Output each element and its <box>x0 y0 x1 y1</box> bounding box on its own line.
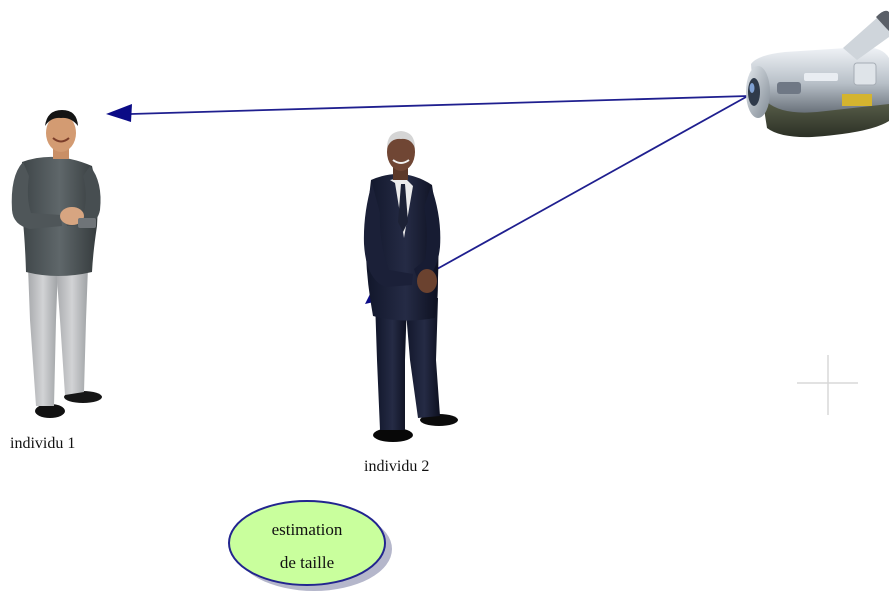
bubble-shape <box>228 500 386 586</box>
arrowhead <box>106 104 132 122</box>
individual-2-figure[interactable] <box>363 131 458 442</box>
arrow-camera-to-individual-1[interactable] <box>106 95 749 122</box>
individual-1-label: individu 1 <box>10 435 75 452</box>
size-estimation-bubble[interactable]: estimation de taille <box>228 500 392 591</box>
bubble-line-1: estimation <box>272 520 343 539</box>
camcorder-icon[interactable] <box>746 10 889 138</box>
individual-2-label: individu 2 <box>364 458 429 475</box>
crosshair-icon <box>797 355 858 415</box>
bubble-line-2: de taille <box>280 553 334 572</box>
individual-1-figure[interactable] <box>11 110 102 418</box>
